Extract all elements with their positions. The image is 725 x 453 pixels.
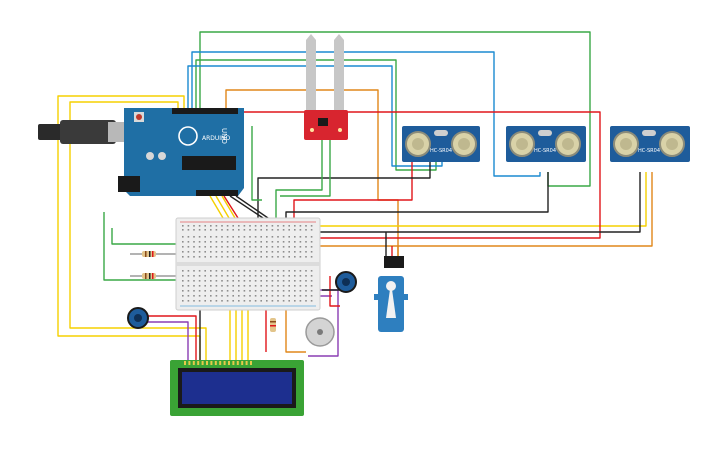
arduino-uno: ARDUINO UNO — [38, 108, 244, 196]
ultrasonic-sensor-1: HC-SR04 — [402, 126, 480, 162]
potentiometer-left — [127, 307, 149, 329]
digital-header — [172, 108, 238, 114]
wire-green-soil — [275, 140, 323, 222]
wire-orange-right — [299, 172, 653, 247]
soil-moisture-sensor — [304, 34, 348, 140]
analog-header — [196, 190, 238, 196]
arduino-model: UNO — [220, 128, 228, 144]
usb-connector — [108, 122, 128, 142]
wire-orange-right2 — [310, 172, 647, 227]
potentiometer-right — [335, 271, 357, 293]
wire-red-top — [236, 111, 601, 239]
wire-green-arduino — [251, 126, 262, 201]
arduino-board — [124, 108, 244, 196]
soil-probe-left — [306, 40, 316, 110]
wire-green-top — [199, 31, 591, 187]
soil-probe-right — [334, 40, 344, 110]
ultrasonic-3-label: HC-SR04 — [638, 148, 660, 154]
wire-yellow-left-inner — [69, 101, 207, 362]
arduino-logo — [178, 126, 198, 146]
wire-green-left1 — [103, 212, 176, 281]
wire-blue-2 — [187, 65, 443, 167]
ultrasonic-sensor-2: HC-SR04 — [506, 126, 586, 162]
lcd-display — [170, 360, 304, 416]
wire-black-2 — [285, 172, 549, 226]
breadboard — [175, 217, 321, 311]
ultrasonic-sensor-3: HC-SR04 — [610, 126, 690, 162]
wire-green-soil2 — [280, 140, 331, 197]
wire-lcd-red — [144, 315, 197, 362]
wire-black-servo — [385, 232, 390, 259]
wire-blue-top — [191, 51, 541, 177]
lcd-pins — [184, 361, 252, 365]
wire-green-left2 — [111, 228, 180, 245]
servo-motor — [374, 256, 408, 332]
wire-red-2 — [293, 144, 413, 226]
ultrasonic-1-label: HC-SR04 — [430, 148, 452, 154]
atmega-chip — [182, 156, 236, 170]
wire-green-2 — [195, 59, 437, 171]
buzzer — [305, 317, 335, 347]
usb-cable-body — [60, 120, 116, 144]
power-jack — [118, 176, 140, 192]
ultrasonic-2-label: HC-SR04 — [534, 148, 556, 154]
resistor-1 — [142, 251, 156, 257]
breadboard-holes — [182, 225, 313, 302]
resistor-2 — [142, 273, 156, 279]
wire-black-3 — [318, 172, 641, 233]
arduino-label: ARDUINO — [202, 135, 231, 142]
wire-orange-top — [225, 89, 399, 260]
wire-lcd-purple — [146, 321, 189, 362]
usb-cable-plug — [38, 124, 66, 140]
wire-black-1 — [257, 162, 431, 220]
resistor-3 — [270, 318, 276, 332]
servo-horn — [386, 282, 396, 318]
wire-red-pot — [329, 276, 340, 307]
